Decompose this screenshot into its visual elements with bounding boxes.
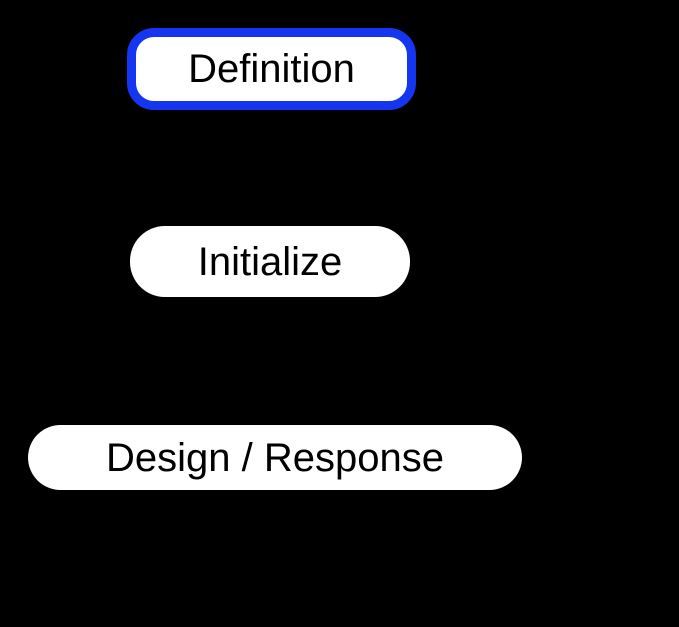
- node-definition: Definition: [127, 28, 416, 110]
- node-initialize-label: Initialize: [197, 239, 343, 284]
- node-design-response-label: Design / Response: [106, 435, 444, 480]
- node-design-response: Design / Response: [28, 425, 522, 490]
- node-definition-label: Definition: [188, 47, 355, 91]
- node-initialize: Initialize: [130, 226, 410, 297]
